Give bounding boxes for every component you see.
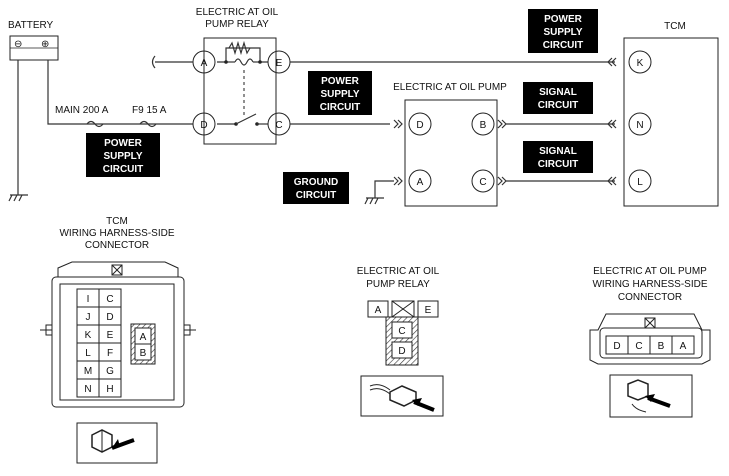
pump-cavity: D bbox=[613, 341, 620, 352]
svg-text:CIRCUIT: CIRCUIT bbox=[320, 102, 361, 113]
power-supply-circuit-label-mid bbox=[308, 71, 372, 115]
svg-text:SUPPLY: SUPPLY bbox=[543, 27, 582, 38]
svg-text:POWER: POWER bbox=[321, 76, 360, 87]
pump-cavity: A bbox=[680, 341, 687, 352]
tcm-cavity: B bbox=[140, 348, 147, 359]
pump-connector-title-3: CONNECTOR bbox=[618, 292, 682, 303]
svg-text:D: D bbox=[416, 120, 423, 131]
battery-ground-icon bbox=[8, 194, 28, 202]
tcm-cavity: J bbox=[86, 312, 91, 323]
battery-minus-icon: ⊖ bbox=[14, 39, 22, 50]
tcm-cavity: H bbox=[106, 384, 113, 395]
tcm-cavity: I bbox=[87, 294, 90, 305]
relay-connector-title: ELECTRIC AT OIL bbox=[357, 266, 440, 277]
svg-text:C: C bbox=[479, 177, 486, 188]
svg-text:CIRCUIT: CIRCUIT bbox=[103, 164, 144, 175]
tcm-pin-n: N bbox=[628, 112, 652, 136]
pump-title: ELECTRIC AT OIL PUMP bbox=[393, 82, 507, 93]
pump-pin-c: C bbox=[471, 169, 495, 193]
fuse-f9-label: F9 15 A bbox=[132, 105, 167, 116]
svg-text:CIRCUIT: CIRCUIT bbox=[543, 40, 584, 51]
tcm-connector-drawing bbox=[40, 261, 196, 408]
svg-text:B: B bbox=[480, 120, 487, 131]
pump-body bbox=[404, 99, 498, 207]
tcm-body bbox=[623, 37, 719, 207]
power-supply-circuit-label-left bbox=[86, 133, 160, 177]
svg-text:CIRCUIT: CIRCUIT bbox=[538, 100, 579, 111]
svg-text:N: N bbox=[636, 120, 643, 131]
ground-circuit-label bbox=[283, 172, 349, 204]
relay-pin-c: C bbox=[267, 112, 291, 136]
svg-text:SIGNAL: SIGNAL bbox=[539, 146, 577, 157]
pump-pin-d: D bbox=[408, 112, 432, 136]
relay-cavity: E bbox=[425, 305, 432, 316]
pump-connector-title: ELECTRIC AT OIL PUMP bbox=[593, 266, 707, 277]
svg-text:A: A bbox=[201, 58, 208, 69]
relay-coil-icon bbox=[234, 58, 254, 66]
relay-connector-drawing bbox=[367, 300, 439, 366]
fuse-main-icon bbox=[86, 120, 104, 128]
pump-pin-b: B bbox=[471, 112, 495, 136]
svg-text:E: E bbox=[276, 58, 283, 69]
battery-plus-icon: ⊕ bbox=[41, 39, 49, 50]
tcm-connector-grid: I J K L M N C D E F G H A B bbox=[76, 288, 156, 398]
battery-label: BATTERY bbox=[8, 20, 54, 31]
svg-text:POWER: POWER bbox=[544, 14, 583, 25]
svg-text:C: C bbox=[275, 120, 282, 131]
pump-ground-icon bbox=[364, 197, 384, 205]
relay-cavity: D bbox=[398, 346, 405, 357]
tcm-cavity: L bbox=[85, 348, 91, 359]
signal-circuit-label-2 bbox=[523, 141, 593, 173]
pump-pin-a: A bbox=[408, 169, 432, 193]
relay-cavity: C bbox=[398, 326, 405, 337]
relay-connector-title-2: PUMP RELAY bbox=[366, 279, 430, 290]
relay-resistor-icon bbox=[228, 40, 251, 56]
tcm-pin-k: K bbox=[628, 50, 652, 74]
tcm-connector-title: TCM bbox=[106, 216, 128, 227]
tcm-pin-l: L bbox=[628, 169, 652, 193]
svg-text:D: D bbox=[200, 120, 207, 131]
tcm-cavity: K bbox=[85, 330, 92, 341]
tcm-title: TCM bbox=[664, 21, 686, 32]
pump-connector-title-2: WIRING HARNESS-SIDE bbox=[592, 279, 707, 290]
pump-cavity: C bbox=[635, 341, 642, 352]
tcm-connector-plug-icon bbox=[76, 422, 158, 464]
relay-pin-e: E bbox=[267, 50, 291, 74]
svg-text:GROUND: GROUND bbox=[294, 177, 338, 188]
svg-text:CIRCUIT: CIRCUIT bbox=[538, 159, 579, 170]
relay-title-2: PUMP RELAY bbox=[205, 19, 269, 30]
svg-text:SUPPLY: SUPPLY bbox=[103, 151, 142, 162]
power-supply-circuit-label-top bbox=[528, 9, 598, 53]
tcm-cavity: G bbox=[106, 366, 114, 377]
tcm-cavity: M bbox=[84, 366, 92, 377]
tcm-cavity: A bbox=[140, 332, 147, 343]
svg-text:K: K bbox=[637, 58, 644, 69]
relay-pin-d: D bbox=[192, 112, 216, 136]
relay-connector-plug-icon bbox=[360, 375, 444, 417]
svg-text:CIRCUIT: CIRCUIT bbox=[296, 190, 337, 201]
fuse-f9-icon bbox=[139, 120, 157, 128]
svg-text:POWER: POWER bbox=[104, 138, 143, 149]
pump-connector-drawing bbox=[589, 313, 711, 365]
fuse-main-label: MAIN 200 A bbox=[55, 105, 109, 116]
relay-cavity: A bbox=[375, 305, 382, 316]
svg-text:L: L bbox=[637, 177, 643, 188]
pump-cavity: B bbox=[658, 341, 665, 352]
signal-circuit-label-1 bbox=[523, 82, 593, 114]
svg-text:SUPPLY: SUPPLY bbox=[320, 89, 359, 100]
tcm-cavity: D bbox=[106, 312, 113, 323]
tcm-cavity: C bbox=[106, 294, 113, 305]
tcm-cavity: N bbox=[84, 384, 91, 395]
svg-text:SIGNAL: SIGNAL bbox=[539, 87, 577, 98]
svg-text:A: A bbox=[417, 177, 424, 188]
tcm-connector-title-2: WIRING HARNESS-SIDE bbox=[59, 228, 174, 239]
tcm-cavity: F bbox=[107, 348, 113, 359]
pump-connector-plug-icon bbox=[609, 374, 693, 418]
tcm-cavity: E bbox=[107, 330, 114, 341]
relay-body bbox=[203, 37, 277, 145]
relay-title: ELECTRIC AT OIL bbox=[196, 7, 279, 18]
tcm-connector-title-3: CONNECTOR bbox=[85, 240, 149, 251]
